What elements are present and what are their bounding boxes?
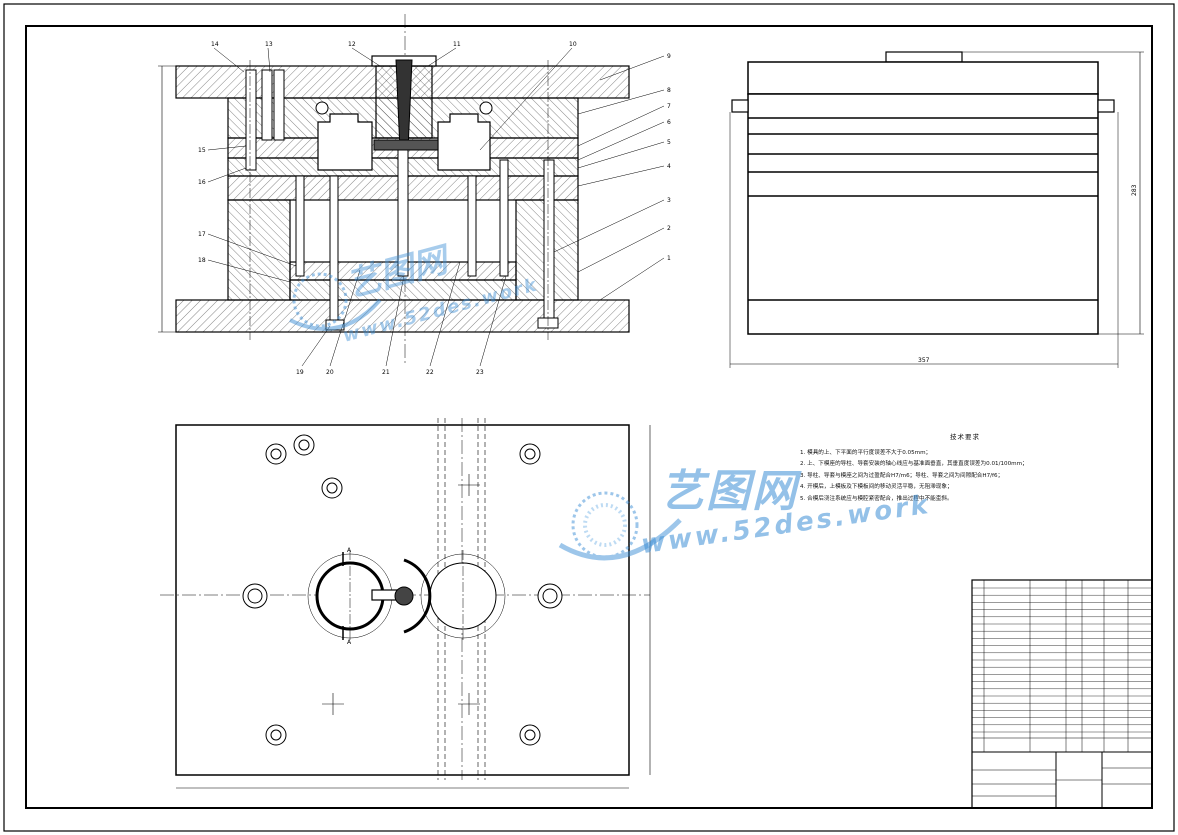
requirement-item: 2. 上、下模座的导柱、导套安装的轴心线应与基准面垂直，其垂直度误差为0.01/… <box>800 461 1028 467</box>
part-number: 10 <box>569 41 577 48</box>
part-number: 8 <box>667 87 671 94</box>
part-number: 22 <box>426 369 434 376</box>
part-number: 14 <box>211 41 219 48</box>
part-number: 12 <box>348 41 356 48</box>
part-number: 16 <box>198 179 206 186</box>
part-number: 2 <box>667 225 671 232</box>
requirement-item: 5. 合模后浇注系统应与模腔紧密配合，推出过程中不能歪斜。 <box>800 495 953 502</box>
sheet-inner-border <box>25 25 1153 809</box>
plan-view <box>160 418 651 789</box>
part-number: 6 <box>667 119 671 126</box>
requirement-item: 3. 导柱、导套与模座之间为过盈配合H7/m6；导柱、导套之间为间隙配合H7/f… <box>800 472 1004 479</box>
section-marker: A <box>347 639 352 646</box>
part-number: 18 <box>198 257 206 264</box>
watermark-logo-icon <box>289 272 682 561</box>
part-number: 5 <box>667 139 671 146</box>
part-number: 17 <box>198 231 206 238</box>
requirement-item: 1. 模具的上、下平面的平行度误差不大于0.05mm； <box>800 449 932 456</box>
part-number: 11 <box>453 41 461 48</box>
section-view <box>158 47 665 367</box>
technical-requirements-title: 技术要求 <box>950 433 980 441</box>
part-number: 19 <box>296 369 304 376</box>
part-number: 15 <box>198 147 206 154</box>
part-number: 3 <box>667 197 671 204</box>
title-block <box>971 579 1153 809</box>
side-view <box>729 51 1144 368</box>
part-number: 21 <box>382 369 390 376</box>
part-number: 23 <box>476 369 484 376</box>
sheet-outer-border <box>3 3 1175 832</box>
width-dimension: 357 <box>918 357 930 364</box>
parts-list-grid <box>972 587 1152 733</box>
part-number: 20 <box>326 369 334 376</box>
part-number: 9 <box>667 53 671 60</box>
height-dimension: 283 <box>1131 184 1138 196</box>
part-number: 13 <box>265 41 273 48</box>
requirement-item: 4. 开模后，上模板及下模板间的移动灵活平稳，无阻滞现象； <box>800 484 953 490</box>
part-number: 4 <box>667 163 671 170</box>
watermark-text: 艺图网 <box>660 466 798 517</box>
part-number: 7 <box>667 103 671 110</box>
section-marker: A <box>347 547 352 554</box>
technical-requirements: 技术要求 1. 模具的上、下平面的平行度误差不大于0.05mm； 2. 上、下模… <box>800 432 1130 505</box>
part-number: 1 <box>667 255 671 262</box>
